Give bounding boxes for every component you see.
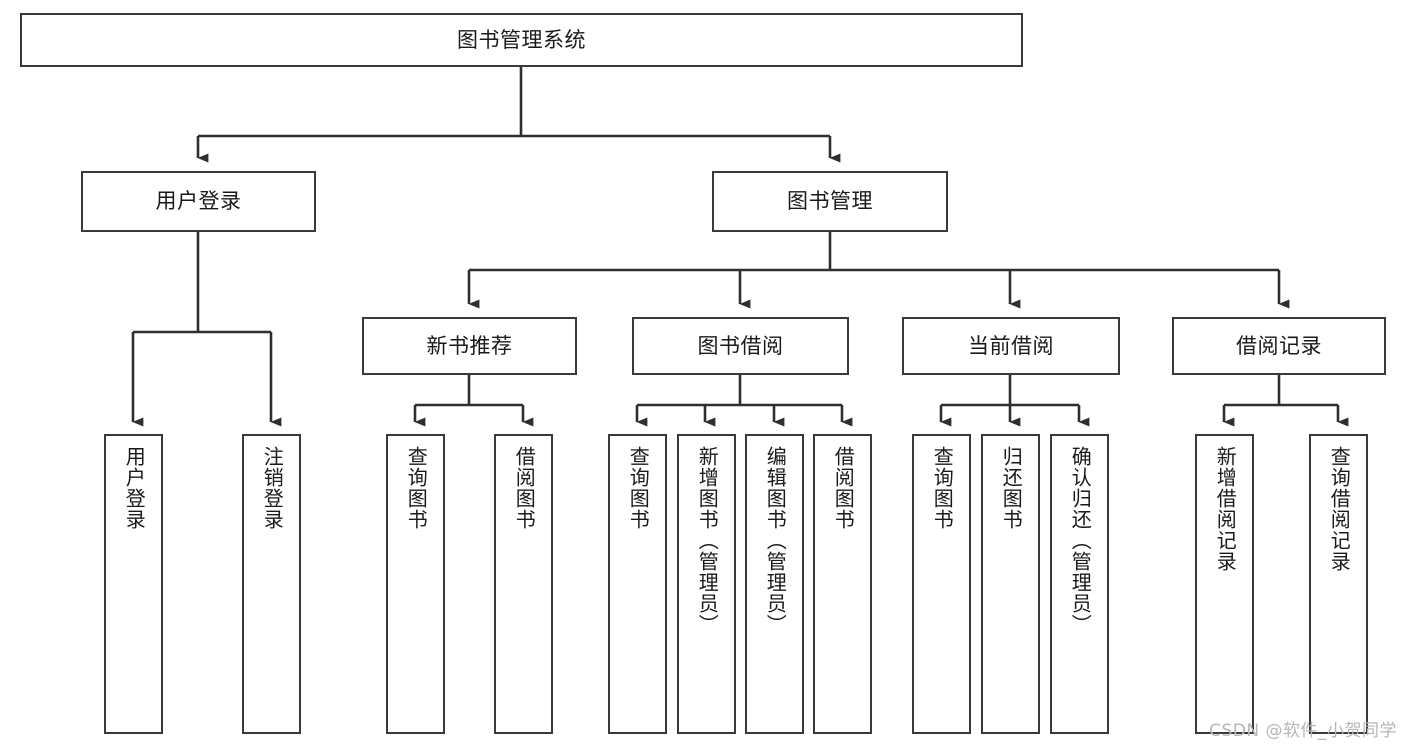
node-user-login[interactable]: 用户登录 [81,171,316,232]
node-label: 新增图书（管理员） [695,446,720,635]
node-borrow-record[interactable]: 借阅记录 [1172,317,1386,375]
user-login-leaf-connectors [131,232,282,427]
leaf-logout[interactable]: 注销登录 [242,434,301,734]
leaf-user-login[interactable]: 用户登录 [104,434,163,734]
leaf-query-book-current[interactable]: 查询图书 [912,434,971,734]
node-label: 借阅图书 [512,446,537,530]
leaf-confirm-return-admin[interactable]: 确认归还（管理员） [1050,434,1109,734]
leaf-query-book-borrow[interactable]: 查询图书 [608,434,667,734]
root-to-level2-connectors [196,67,841,163]
current-borrow-leaf-connectors [939,375,1090,427]
node-label: 图书管理 [787,189,873,214]
node-label: 图书管理系统 [457,27,586,52]
node-label: 归还图书 [999,446,1024,530]
leaf-add-book-admin[interactable]: 新增图书（管理员） [677,434,736,734]
node-label: 用户登录 [155,189,242,214]
node-label: 注销登录 [260,446,285,530]
node-current-borrow[interactable]: 当前借阅 [902,317,1120,375]
node-label: 借阅记录 [1236,333,1322,358]
node-label: 新增借阅记录 [1213,446,1238,572]
leaf-borrow-book-recommend[interactable]: 借阅图书 [494,434,553,734]
leaf-edit-book-admin[interactable]: 编辑图书（管理员） [745,434,804,734]
node-label: 编辑图书（管理员） [763,446,788,635]
leaf-add-borrow-record[interactable]: 新增借阅记录 [1195,434,1254,734]
leaf-return-book[interactable]: 归还图书 [981,434,1040,734]
leaf-borrow-book[interactable]: 借阅图书 [813,434,872,734]
book-manage-to-level3-connectors [467,232,1290,309]
csdn-watermark: CSDN @软件_小贺同学 [1209,721,1397,741]
node-root-system[interactable]: 图书管理系统 [20,13,1023,67]
node-label: 确认归还（管理员） [1068,446,1093,635]
node-label: 图书借阅 [697,333,784,358]
book-borrow-leaf-connectors [635,375,853,427]
node-label: 查询图书 [404,446,429,530]
new-book-leaf-connectors [413,375,534,427]
leaf-query-book-recommend[interactable]: 查询图书 [386,434,445,734]
node-label: 查询图书 [626,446,651,530]
node-label: 查询图书 [930,446,955,530]
node-book-management[interactable]: 图书管理 [712,171,948,232]
node-new-book-recommend[interactable]: 新书推荐 [362,317,577,375]
node-book-borrow[interactable]: 图书借阅 [632,317,849,375]
node-label: 用户登录 [122,446,147,530]
node-label: 当前借阅 [968,333,1054,358]
node-label: 借阅图书 [831,446,856,530]
node-label: 新书推荐 [426,333,513,358]
node-label: 查询借阅记录 [1327,446,1352,572]
borrow-record-leaf-connectors [1222,375,1349,427]
leaf-query-borrow-record[interactable]: 查询借阅记录 [1309,434,1368,734]
